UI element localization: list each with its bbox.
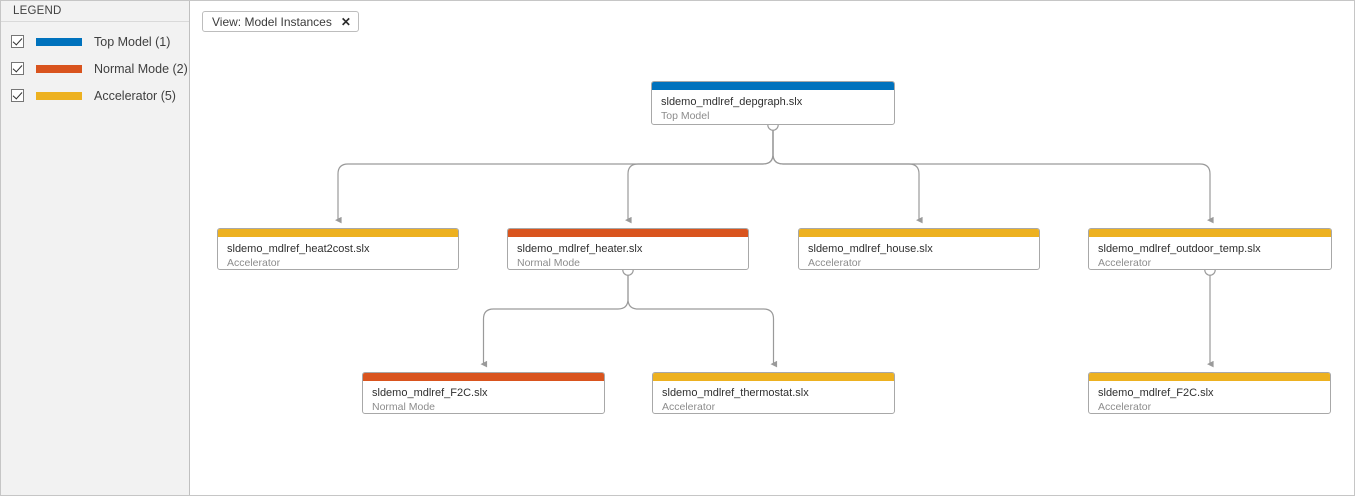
node-title: sldemo_mdlref_depgraph.slx bbox=[661, 96, 803, 108]
graph-canvas[interactable]: View: Model Instances ✕ sldemo_mdlref_de… bbox=[191, 1, 1354, 495]
node-title: sldemo_mdlref_house.slx bbox=[808, 243, 933, 255]
node-color-bar bbox=[508, 229, 748, 237]
legend-header: LEGEND bbox=[1, 1, 189, 22]
legend-item-accelerator[interactable]: Accelerator (5) bbox=[1, 82, 189, 109]
graph-edge-heater-to-thermostat bbox=[627, 275, 778, 368]
legend-checkbox-accelerator[interactable] bbox=[11, 89, 24, 102]
node-color-bar bbox=[653, 373, 894, 381]
node-title: sldemo_mdlref_thermostat.slx bbox=[662, 387, 809, 399]
node-color-bar bbox=[799, 229, 1039, 237]
node-color-bar bbox=[652, 82, 894, 90]
node-subtitle: Top Model bbox=[661, 110, 710, 122]
graph-edge-depgraph-to-outdoor_temp bbox=[772, 130, 1214, 224]
graph-edge-depgraph-to-heater bbox=[624, 130, 774, 224]
node-color-bar bbox=[1089, 373, 1330, 381]
legend-panel: LEGEND Top Model (1) Normal Mode (2) Acc… bbox=[1, 1, 190, 495]
node-title: sldemo_mdlref_F2C.slx bbox=[372, 387, 488, 399]
node-subtitle: Accelerator bbox=[1098, 257, 1152, 269]
legend-list: Top Model (1) Normal Mode (2) Accelerato… bbox=[1, 22, 189, 109]
node-color-bar bbox=[218, 229, 458, 237]
node-title: sldemo_mdlref_heat2cost.slx bbox=[227, 243, 370, 255]
node-title: sldemo_mdlref_F2C.slx bbox=[1098, 387, 1214, 399]
legend-checkbox-normal-mode[interactable] bbox=[11, 62, 24, 75]
legend-label-accelerator: Accelerator (5) bbox=[94, 88, 176, 103]
node-subtitle: Accelerator bbox=[808, 257, 862, 269]
node-color-bar bbox=[1089, 229, 1331, 237]
node-title: sldemo_mdlref_heater.slx bbox=[517, 243, 643, 255]
node-subtitle: Accelerator bbox=[227, 257, 281, 269]
graph-edges bbox=[334, 130, 1214, 368]
legend-checkbox-top-model[interactable] bbox=[11, 35, 24, 48]
node-subtitle: Normal Mode bbox=[517, 257, 581, 269]
close-icon[interactable]: ✕ bbox=[340, 14, 351, 29]
view-tab[interactable]: View: Model Instances ✕ bbox=[202, 11, 359, 32]
node-title: sldemo_mdlref_outdoor_temp.slx bbox=[1098, 243, 1261, 255]
legend-label-normal-mode: Normal Mode (2) bbox=[94, 61, 188, 76]
node-subtitle: Accelerator bbox=[662, 401, 716, 413]
graph-edge-heater-to-f2c_left bbox=[480, 275, 629, 368]
node-color-bar bbox=[363, 373, 604, 381]
legend-color-swatch-accelerator bbox=[36, 91, 82, 100]
node-subtitle: Accelerator bbox=[1098, 401, 1152, 413]
graph-edge-depgraph-to-house bbox=[772, 130, 923, 224]
legend-color-swatch-top-model bbox=[36, 37, 82, 46]
graph-edge-depgraph-to-heat2cost bbox=[334, 130, 774, 224]
legend-color-swatch-normal-mode bbox=[36, 64, 82, 73]
legend-label-top-model: Top Model (1) bbox=[94, 34, 171, 49]
legend-item-normal-mode[interactable]: Normal Mode (2) bbox=[1, 55, 189, 82]
view-tab-label: View: Model Instances bbox=[212, 14, 332, 29]
legend-item-top-model[interactable]: Top Model (1) bbox=[1, 28, 189, 55]
node-subtitle: Normal Mode bbox=[372, 401, 436, 413]
